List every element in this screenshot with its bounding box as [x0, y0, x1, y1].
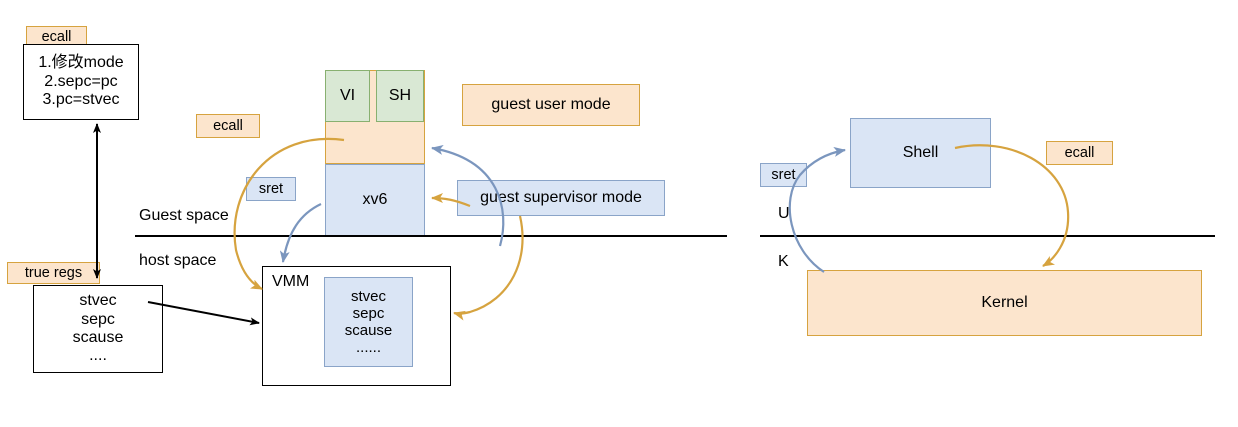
vmm-regs-sepc: sepc	[352, 304, 385, 322]
kernel-mode-label: K	[778, 253, 789, 270]
arrow-guest-sret-to-xv6	[279, 203, 322, 263]
ecall-tag-guest: ecall	[196, 114, 260, 138]
user-mode-label: U	[778, 205, 790, 222]
vmm-regs-scause: scause	[344, 322, 393, 339]
regs-line-scause: scause	[72, 329, 124, 346]
arrow-supervisor-trap-to-vmm	[453, 215, 524, 321]
vi-process-box: VI	[325, 70, 370, 122]
true-regs-tag: true regs	[7, 262, 100, 284]
regs-line-stvec: stvec	[79, 292, 117, 310]
ecall-step-3: 3.pc=stvec	[42, 91, 120, 109]
xv6-box: xv6	[325, 164, 425, 237]
ecall-step-2: 2.sepc=pc	[44, 72, 118, 90]
vmm-regs-stvec: stvec	[350, 287, 386, 305]
arrow-regs-to-vmm	[147, 301, 260, 326]
true-regs-box: stvec sepc scause ....	[33, 285, 163, 373]
ecall-step-1: 1.修改mode	[38, 54, 124, 72]
vmm-regs-box: stvec sepc scause ......	[324, 277, 413, 367]
sret-tag-guest: sret	[246, 177, 296, 201]
vmm-regs-ellipsis: ......	[355, 339, 381, 357]
guest-user-mode-label-box: guest user mode	[462, 84, 640, 126]
regs-line-ellipsis: ....	[89, 347, 107, 365]
ecall-steps-box: 1.修改mode 2.sepc=pc 3.pc=stvec	[23, 44, 139, 120]
guest-space-label: Guest space	[139, 207, 229, 224]
user-kernel-divider	[760, 235, 1215, 237]
shell-box: Shell	[850, 118, 991, 188]
host-space-label: host space	[139, 252, 217, 269]
ecall-tag-right: ecall	[1046, 141, 1113, 165]
regs-line-sepc: sepc	[81, 310, 115, 328]
guest-supervisor-mode-label-box: guest supervisor mode	[457, 180, 665, 216]
guest-host-divider	[135, 235, 727, 237]
vmm-label: VMM	[272, 273, 310, 290]
kernel-box: Kernel	[807, 270, 1202, 336]
sret-tag-right: sret	[760, 163, 807, 187]
sh-process-box: SH	[376, 70, 424, 122]
